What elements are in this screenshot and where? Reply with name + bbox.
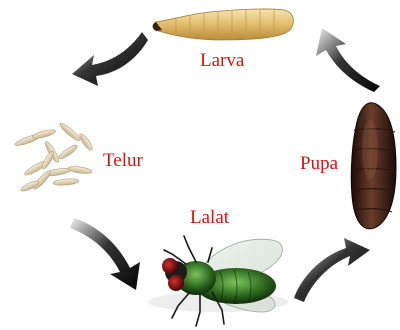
stage-label-telur: Telur [103,151,143,170]
stage-label-pupa: Pupa [300,154,338,173]
stage-label-larva: Larva [200,51,244,70]
arrow-icon [72,30,150,86]
stage-label-lalat: Lalat [190,208,229,227]
arrow-icon [294,238,370,302]
eggs-icon [14,121,94,193]
fly-icon [148,236,288,326]
arrow-icon [70,218,140,290]
pupa-icon [351,103,396,229]
larva-icon [153,9,294,40]
arrow-icon [316,28,380,92]
